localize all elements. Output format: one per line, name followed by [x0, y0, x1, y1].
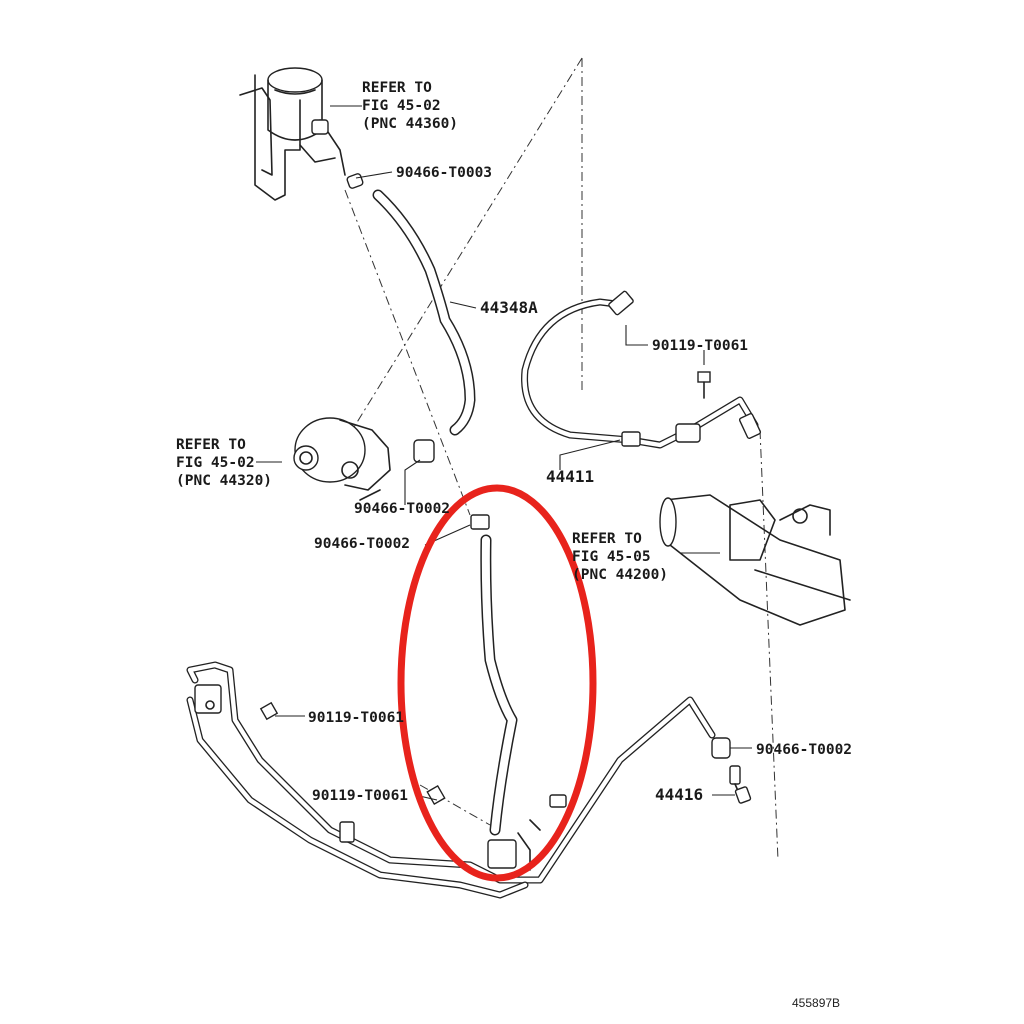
- label-bolt-left-upper: 90119-T0061: [308, 710, 404, 726]
- label-ref-rack: REFER TO FIG 45-05 (PNC 44200): [572, 531, 668, 583]
- ref-reservoir-line2: FIG 45-02: [362, 98, 441, 114]
- pressure-tube-44411: [521, 290, 762, 449]
- steering-rack: [659, 494, 851, 626]
- label-ref-pump: REFER TO FIG 45-02 (PNC 44320): [176, 437, 272, 489]
- label-tube-return: 44416: [655, 785, 703, 804]
- label-clip-top: 90466-T0003: [396, 165, 492, 181]
- label-tube-pressure: 44411: [546, 467, 594, 486]
- ref-reservoir-line1: REFER TO: [362, 80, 432, 96]
- label-clip-hose-top: 90466-T0002: [314, 536, 410, 552]
- ref-rack-line3: (PNC 44200): [572, 567, 668, 583]
- bolt-left-lower: [426, 784, 446, 806]
- leader-lines: [256, 105, 752, 801]
- clip-top: [346, 173, 364, 189]
- ref-reservoir-line3: (PNC 44360): [362, 116, 458, 132]
- label-clip-right-lower: 90466-T0002: [756, 742, 852, 758]
- tube-fitting: [729, 765, 752, 804]
- ref-pump-line1: REFER TO: [176, 437, 246, 453]
- label-clip-pump-wrap: 90466-T0002: [354, 501, 450, 517]
- label-bolt-left-lower-wrap: 90119-T0061: [312, 788, 408, 804]
- label-clip-right-lower-wrap: 90466-T0002: [756, 742, 852, 758]
- clip-right-lower: [711, 737, 731, 759]
- ref-pump-line3: (PNC 44320): [176, 473, 272, 489]
- ref-rack-line1: REFER TO: [572, 531, 642, 547]
- diagram-reference-number: 455897B: [792, 996, 840, 1010]
- reservoir-assembly: [239, 67, 346, 201]
- return-hose-44348a: [372, 189, 476, 436]
- highlighted-return-hose: [470, 514, 518, 836]
- highlight-ellipse: [397, 484, 597, 882]
- label-bolt-left-lower: 90119-T0061: [312, 788, 408, 804]
- label-bolt-right: 90119-T0061: [652, 338, 748, 354]
- power-steering-pump: [293, 417, 391, 501]
- label-ref-reservoir: REFER TO FIG 45-02 (PNC 44360): [362, 80, 458, 132]
- label-hose-return: 44348A: [480, 298, 538, 317]
- ref-pump-line2: FIG 45-02: [176, 455, 255, 471]
- bolt-left-upper: [259, 701, 279, 721]
- bolt-right: [697, 371, 711, 399]
- label-clip-pump: 90466-T0002: [354, 501, 450, 517]
- clip-pump: [413, 439, 435, 463]
- return-tube-44416: [186, 661, 716, 899]
- ref-rack-line2: FIG 45-05: [572, 549, 651, 565]
